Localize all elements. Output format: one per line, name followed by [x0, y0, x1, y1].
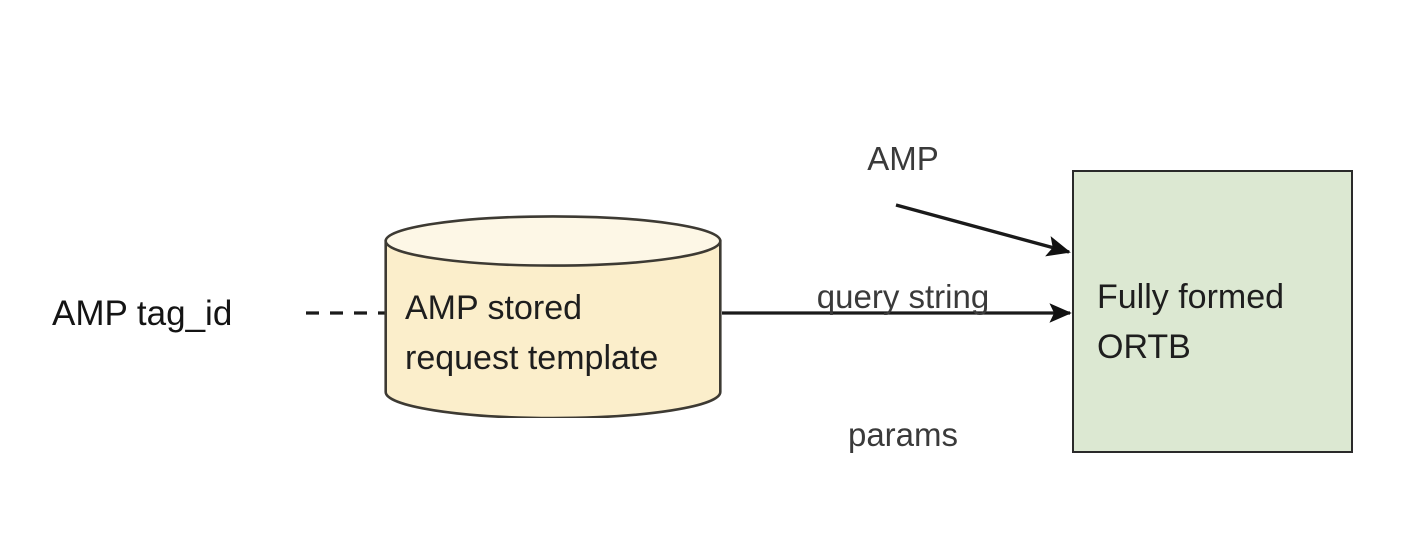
node-amp-stored-request-label: AMP stored request template — [405, 283, 715, 383]
label-amp-query-string-params: AMP query string params — [783, 44, 1023, 550]
db-label-line-1: AMP stored — [405, 289, 583, 327]
diagram-canvas: AMP tag_id AMP query string params AMP s… — [52, 140, 1353, 453]
node-fully-formed-ortb[interactable] — [1072, 170, 1353, 453]
label-query-params-line-1: AMP — [867, 140, 939, 177]
node-fully-formed-ortb-label: Fully formed ORTB — [1097, 272, 1347, 372]
cylinder-shape — [384, 215, 722, 420]
label-amp-tag-id: AMP tag_id — [52, 294, 233, 333]
label-query-params-line-2: query string — [816, 278, 990, 315]
label-query-params-line-3: params — [847, 416, 959, 453]
node-amp-stored-request-template[interactable] — [384, 215, 722, 420]
box-label-line-2: ORTB — [1097, 328, 1191, 366]
db-label-line-2: request template — [405, 339, 659, 377]
box-label-line-1: Fully formed — [1097, 278, 1285, 316]
